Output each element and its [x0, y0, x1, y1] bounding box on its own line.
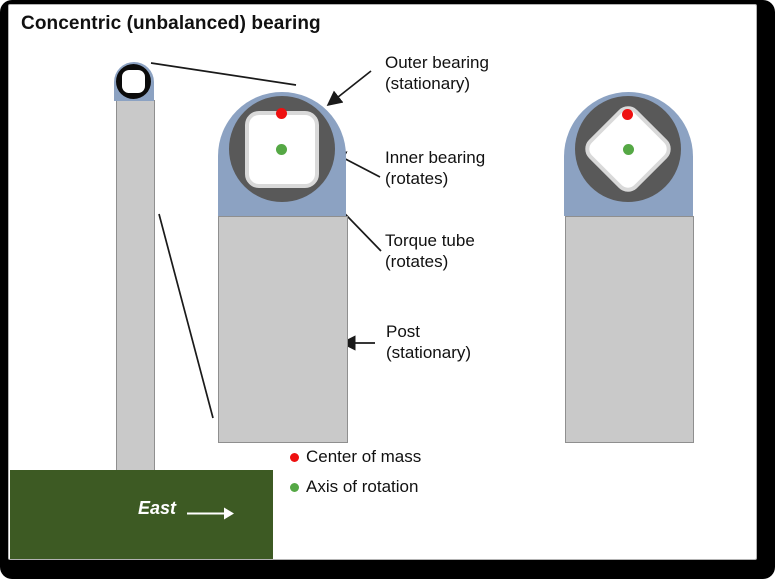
- post-label-line2: (stationary): [386, 343, 472, 362]
- legend-axis-of-rotation-label: Axis of rotation: [306, 477, 419, 496]
- main-post: [218, 216, 348, 443]
- outer-bearing-label-line1: Outer bearing: [385, 53, 489, 72]
- inner-bearing-label-line2: (rotates): [385, 169, 449, 188]
- legend-center-of-mass: Center of mass: [290, 447, 421, 467]
- inner-bearing-label-line1: Inner bearing: [385, 148, 486, 167]
- right-center-of-mass-dot: [622, 109, 633, 120]
- right-post: [565, 216, 694, 443]
- torque-tube-label-line1: Torque tube: [385, 231, 475, 250]
- ground-base: East: [10, 470, 273, 559]
- small-torque-tube: [122, 70, 145, 93]
- main-axis-of-rotation-dot: [276, 144, 287, 155]
- magnify-line-top: [150, 62, 297, 86]
- east-arrow-icon: [187, 507, 234, 520]
- post-label-line1: Post: [386, 322, 421, 341]
- east-label: East: [138, 498, 177, 518]
- outer-bearing-arrow: [326, 70, 372, 107]
- outer-bearing-label-line2: (stationary): [385, 74, 471, 93]
- diagram-canvas: Concentric (unbalanced) bearing: [8, 4, 757, 560]
- inner-bearing-label: Inner bearing (rotates): [385, 147, 485, 189]
- outer-bearing-label: Outer bearing (stationary): [385, 52, 489, 94]
- torque-tube-label-line2: (rotates): [385, 252, 449, 271]
- right-axis-of-rotation-dot: [623, 144, 634, 155]
- axis-of-rotation-icon: [290, 482, 299, 492]
- legend-axis-of-rotation: Axis of rotation: [290, 477, 418, 497]
- torque-tube-label: Torque tube (rotates): [385, 230, 475, 272]
- legend-center-of-mass-label: Center of mass: [306, 447, 422, 466]
- magnify-line-bottom: [158, 213, 214, 419]
- main-center-of-mass-dot: [276, 108, 287, 119]
- small-post: [116, 100, 155, 474]
- page-title: Concentric (unbalanced) bearing: [21, 13, 321, 34]
- center-of-mass-icon: [290, 452, 299, 462]
- post-label: Post (stationary): [386, 321, 471, 363]
